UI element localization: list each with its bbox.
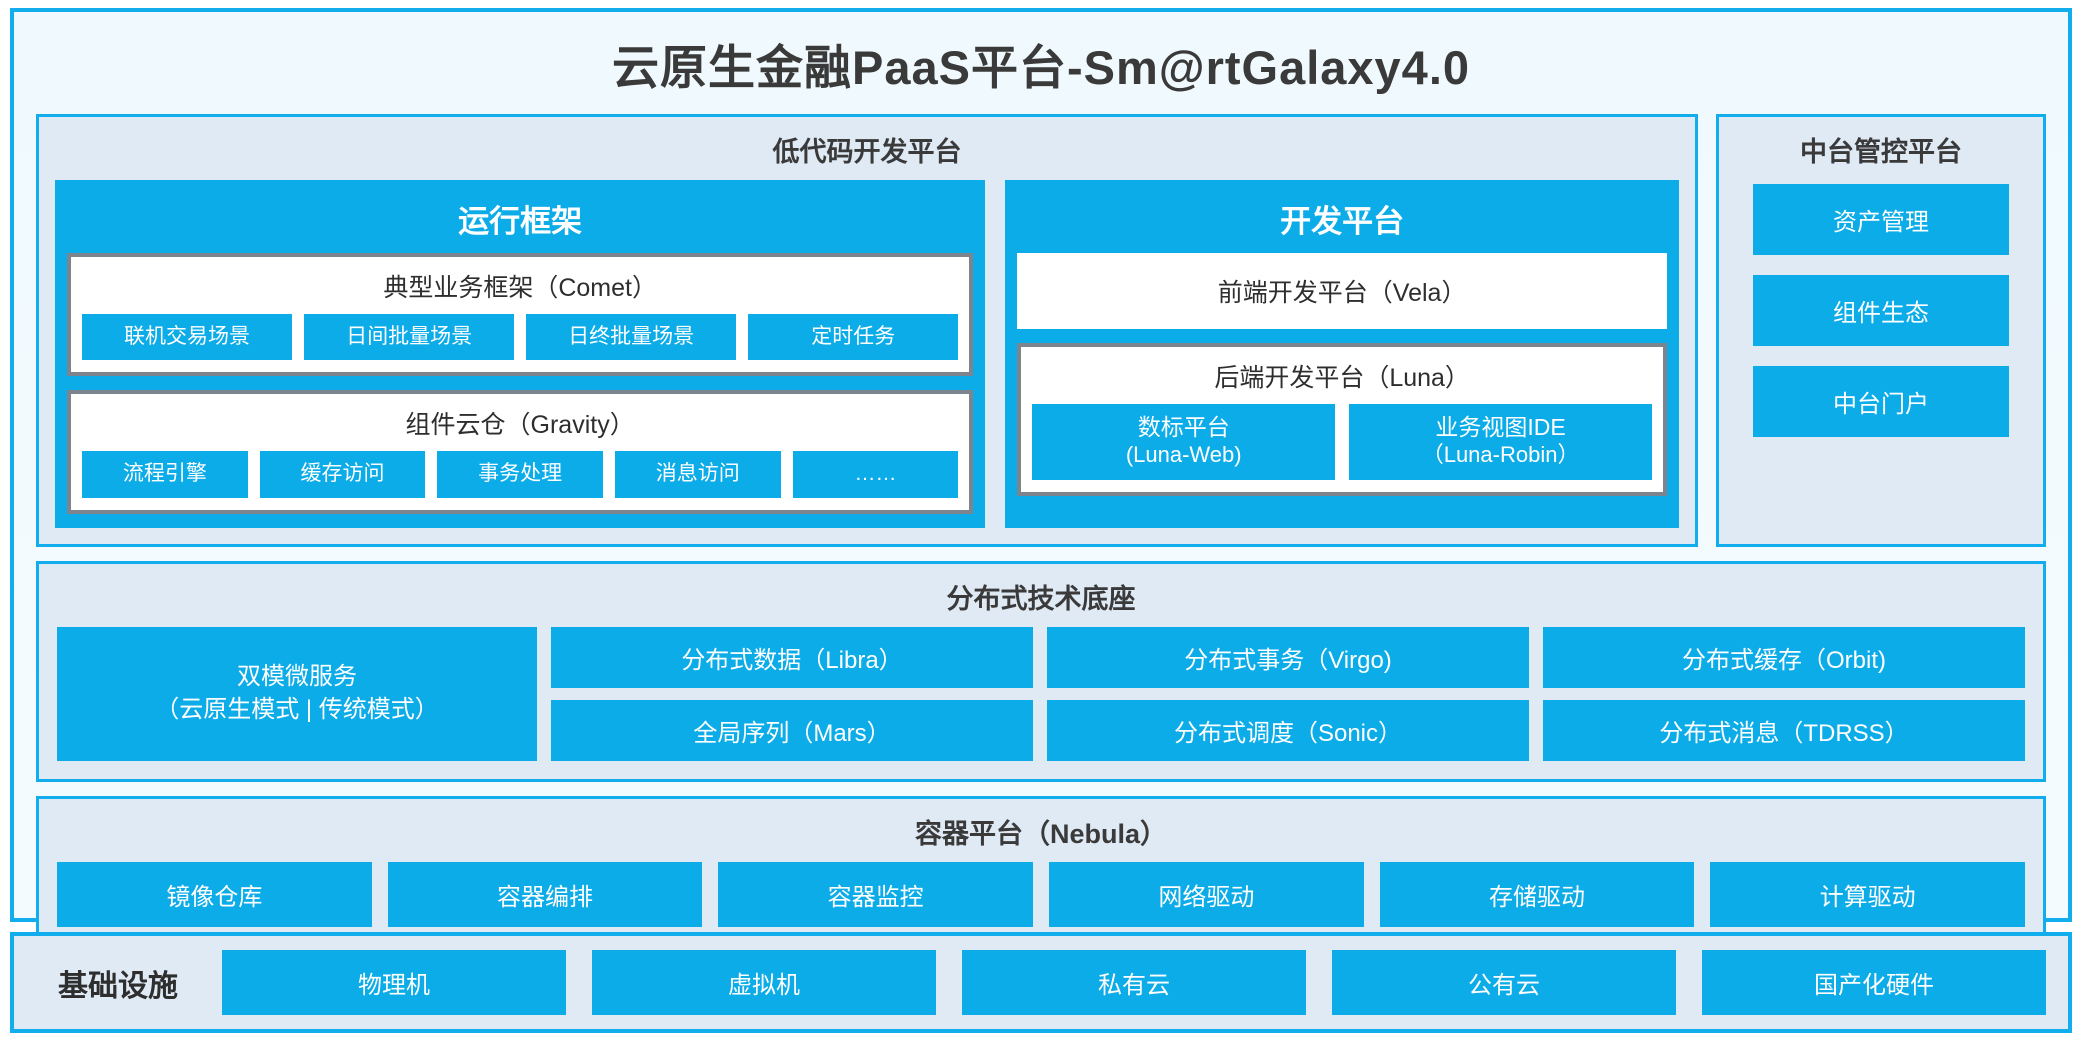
infrastructure-tile[interactable]: 私有云 <box>962 950 1306 1015</box>
distributed-column: 分布式事务（Virgo) 分布式调度（Sonic） <box>1047 626 1529 761</box>
container-platform-panel: 容器平台（Nebula） 镜像仓库 容器编排 容器监控 网络驱动 存储驱动 计算… <box>36 795 2046 948</box>
gravity-tile[interactable]: 流程引擎 <box>82 451 248 498</box>
infrastructure-tile[interactable]: 国产化硬件 <box>1702 950 2046 1015</box>
dual-mode-microservice-column: 双模微服务 （云原生模式 | 传统模式） <box>57 626 537 761</box>
container-platform-title: 容器平台（Nebula） <box>914 818 1168 849</box>
distributed-tile[interactable]: 分布式调度（Sonic） <box>1047 699 1529 761</box>
gravity-tile-row: 流程引擎 缓存访问 事务处理 消息访问 …… <box>82 451 959 498</box>
comet-tile[interactable]: 定时任务 <box>748 314 959 361</box>
container-tile[interactable]: 网络驱动 <box>1049 861 1364 927</box>
comet-tile[interactable]: 日间批量场景 <box>304 314 515 361</box>
distributed-base-body: 双模微服务 （云原生模式 | 传统模式） 分布式数据（Libra） 全局序列（M… <box>39 626 2043 779</box>
midoffice-tile[interactable]: 资产管理 <box>1753 184 2009 255</box>
distributed-column: 分布式缓存（Orbit) 分布式消息（TDRSS） <box>1543 626 2025 761</box>
lowcode-platform-panel: 低代码开发平台 运行框架 典型业务框架（Comet） 联机交易场景 日间批量场景… <box>36 114 1698 547</box>
midoffice-tile[interactable]: 组件生态 <box>1753 275 2009 346</box>
comet-tile-row: 联机交易场景 日间批量场景 日终批量场景 定时任务 <box>82 314 959 361</box>
distributed-tile[interactable]: 分布式数据（Libra） <box>551 626 1033 688</box>
luna-web-sub: (Luna-Web) <box>1125 441 1242 467</box>
development-platform-title: 开发平台 <box>1280 204 1405 239</box>
gravity-title: 组件云仓（Gravity） <box>405 411 635 440</box>
container-platform-body: 镜像仓库 容器编排 容器监控 网络驱动 存储驱动 计算驱动 <box>39 861 2043 945</box>
page-title: 云原生金融PaaS平台-Sm@rtGalaxy4.0 <box>611 41 1471 94</box>
luna-robin-tile[interactable]: 业务视图IDE （Luna-Robin） <box>1349 404 1653 480</box>
gravity-tile[interactable]: 缓存访问 <box>259 451 426 498</box>
lowcode-platform-body: 运行框架 典型业务框架（Comet） 联机交易场景 日间批量场景 日终批量场景 … <box>39 180 1695 544</box>
luna-web-name: 数标平台 <box>1137 414 1230 440</box>
runtime-framework-title: 运行框架 <box>458 204 583 239</box>
gravity-tile[interactable]: 事务处理 <box>437 451 603 498</box>
platform-main-frame: 云原生金融PaaS平台-Sm@rtGalaxy4.0 低代码开发平台 运行框架 … <box>10 8 2072 948</box>
container-tile[interactable]: 容器编排 <box>387 861 703 927</box>
luna-web-tile[interactable]: 数标平台 (Luna-Web) <box>1032 404 1336 480</box>
midoffice-platform-panel: 中台管控平台 资产管理 组件生态 中台门户 <box>1716 114 2046 547</box>
distributed-base-title: 分布式技术底座 <box>946 583 1136 614</box>
gravity-tile-more[interactable]: …… <box>792 451 959 498</box>
infrastructure-label: 基础设施 <box>58 969 178 1003</box>
lowcode-platform-title: 低代码开发平台 <box>772 137 962 167</box>
distributed-base-panel: 分布式技术底座 双模微服务 （云原生模式 | 传统模式） 分布式数据（Libra… <box>36 560 2046 782</box>
gravity-card: 组件云仓（Gravity） 流程引擎 缓存访问 事务处理 消息访问 …… <box>67 390 974 514</box>
comet-title: 典型业务框架（Comet） <box>383 274 657 302</box>
development-platform-block: 开发平台 前端开发平台（Vela） 后端开发平台（Luna） 数标平台 (Lun… <box>1005 180 1679 528</box>
luna-robin-sub: （Luna-Robin） <box>1421 441 1580 467</box>
runtime-framework-block: 运行框架 典型业务框架（Comet） 联机交易场景 日间批量场景 日终批量场景 … <box>55 180 986 528</box>
distributed-column: 分布式数据（Libra） 全局序列（Mars） <box>551 626 1033 761</box>
vela-frontend-platform[interactable]: 前端开发平台（Vela） <box>1017 253 1667 329</box>
infrastructure-tile[interactable]: 虚拟机 <box>592 950 936 1015</box>
luna-robin-name: 业务视图IDE <box>1435 414 1566 440</box>
gravity-tile[interactable]: 消息访问 <box>614 451 781 498</box>
midoffice-platform-title: 中台管控平台 <box>1800 137 1962 167</box>
infrastructure-tile[interactable]: 物理机 <box>222 950 566 1015</box>
comet-tile[interactable]: 日终批量场景 <box>526 314 737 361</box>
luna-backend-card: 后端开发平台（Luna） 数标平台 (Luna-Web) 业务视图IDE （Lu… <box>1017 343 1667 496</box>
midoffice-tile[interactable]: 中台门户 <box>1753 366 2009 437</box>
dual-mode-microservice-line2: （云原生模式 | 传统模式） <box>155 695 439 723</box>
infrastructure-panel: 基础设施 物理机 虚拟机 私有云 公有云 国产化硬件 <box>10 932 2072 1033</box>
distributed-tile[interactable]: 分布式事务（Virgo) <box>1047 626 1529 688</box>
container-tile[interactable]: 计算驱动 <box>1710 861 2026 927</box>
infrastructure-tile[interactable]: 公有云 <box>1332 950 1676 1015</box>
container-tile[interactable]: 存储驱动 <box>1379 861 1695 927</box>
midoffice-platform-body: 资产管理 组件生态 中台门户 <box>1719 180 2043 544</box>
distributed-tile[interactable]: 分布式缓存（Orbit) <box>1543 626 2025 688</box>
container-tile[interactable]: 容器监控 <box>718 861 1034 927</box>
distributed-tile[interactable]: 全局序列（Mars） <box>551 699 1033 761</box>
dual-mode-microservice-line1: 双模微服务 <box>237 663 357 691</box>
container-tile[interactable]: 镜像仓库 <box>57 861 372 927</box>
distributed-tile[interactable]: 分布式消息（TDRSS） <box>1543 699 2025 761</box>
top-region: 低代码开发平台 运行框架 典型业务框架（Comet） 联机交易场景 日间批量场景… <box>36 114 2046 547</box>
dual-mode-microservice-tile[interactable]: 双模微服务 （云原生模式 | 传统模式） <box>57 626 537 761</box>
comet-tile[interactable]: 联机交易场景 <box>82 314 293 361</box>
luna-title: 后端开发平台（Luna） <box>1214 364 1470 392</box>
comet-card: 典型业务框架（Comet） 联机交易场景 日间批量场景 日终批量场景 定时任务 <box>67 253 974 377</box>
luna-tile-row: 数标平台 (Luna-Web) 业务视图IDE （Luna-Robin） <box>1032 404 1653 480</box>
